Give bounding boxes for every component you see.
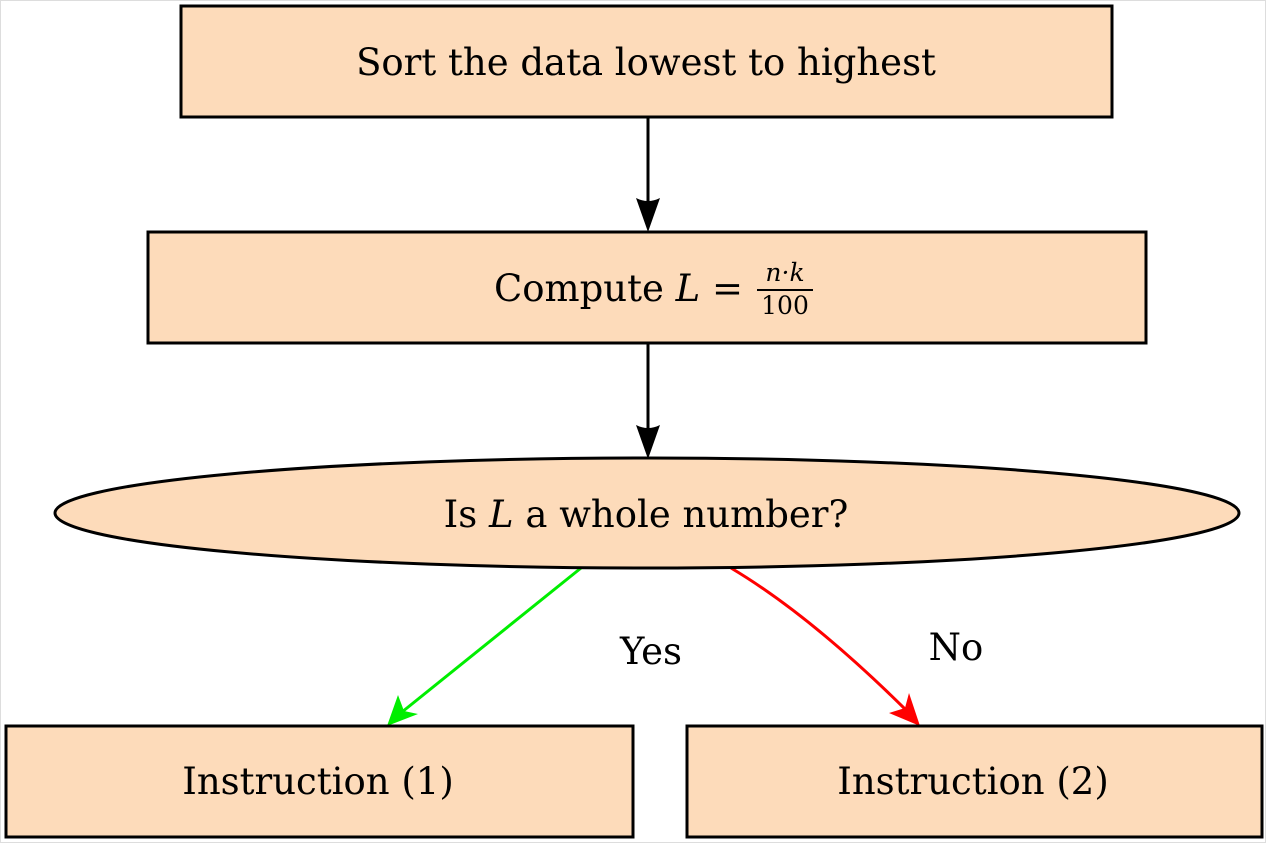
compute-equals: = — [700, 267, 743, 310]
arrowhead — [889, 693, 920, 726]
node-decision: Is L a whole number? — [53, 456, 1241, 570]
edge-no — [730, 566, 920, 726]
edge-yes — [387, 566, 582, 726]
arrowhead — [387, 695, 418, 726]
node-compute-box — [146, 230, 1148, 345]
node-instruction-1-label: Instruction (1) — [182, 760, 454, 803]
node-compute-prefix: Compute L = — [494, 267, 743, 310]
node-sort-label: Sort the data lowest to highest — [356, 41, 936, 84]
node-sort: Sort the data lowest to highest — [179, 4, 1114, 119]
arrowhead — [636, 425, 660, 459]
edge-compute-to-decision — [636, 343, 660, 459]
compute-word: Compute — [494, 267, 676, 310]
decision-suffix: a whole number? — [514, 493, 849, 536]
node-decision-ellipse — [53, 456, 1241, 570]
edge-sort-to-compute — [636, 117, 660, 232]
node-instruction-1-box — [4, 724, 635, 839]
fraction-numerator: n·k — [765, 258, 804, 287]
edge-no-label: No — [929, 626, 984, 669]
node-compute: Compute L = n·k 100 — [146, 230, 1148, 345]
arrowhead — [636, 198, 660, 232]
decision-variable: L — [488, 493, 514, 536]
node-decision-label: Is L a whole number? — [444, 493, 849, 536]
node-instruction-2: Instruction (2) — [685, 724, 1264, 839]
node-instruction-2-label: Instruction (2) — [837, 760, 1109, 803]
node-instruction-2-box — [685, 724, 1264, 839]
node-sort-box — [179, 4, 1114, 119]
decision-prefix: Is — [444, 493, 489, 536]
edge-yes-label: Yes — [619, 630, 682, 673]
node-instruction-1: Instruction (1) — [4, 724, 635, 839]
compute-variable: L — [675, 267, 701, 310]
fraction-denominator: 100 — [761, 291, 809, 320]
